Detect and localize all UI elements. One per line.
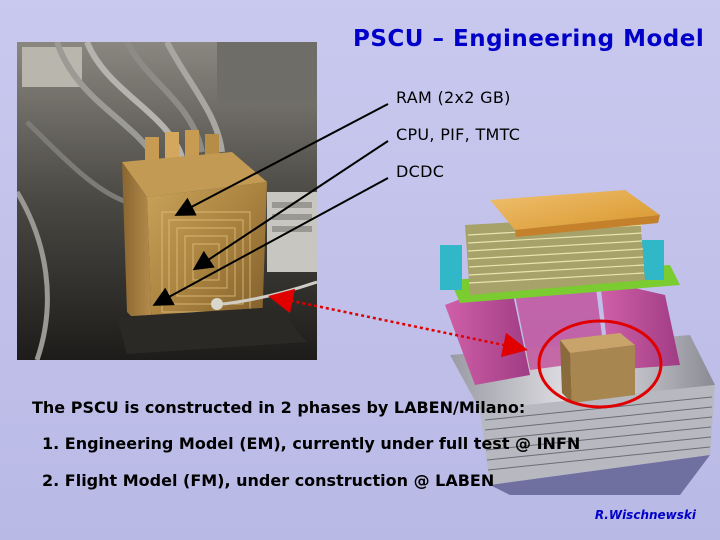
- intro-text: The PSCU is constructed in 2 phases by L…: [32, 398, 526, 417]
- slide-title: PSCU – Engineering Model: [353, 26, 705, 52]
- list-item-fm: 2. Flight Model (FM), under construction…: [42, 471, 495, 490]
- label-cpu: CPU, PIF, TMTC: [396, 125, 521, 144]
- list-item-em: 1. Engineering Model (EM), currently und…: [42, 434, 581, 453]
- label-dcdc: DCDC: [396, 162, 445, 181]
- author-credit: R.Wischnewski: [594, 508, 696, 522]
- label-ram: RAM (2x2 GB): [396, 88, 511, 107]
- pscu-hardware-photo: [17, 42, 317, 360]
